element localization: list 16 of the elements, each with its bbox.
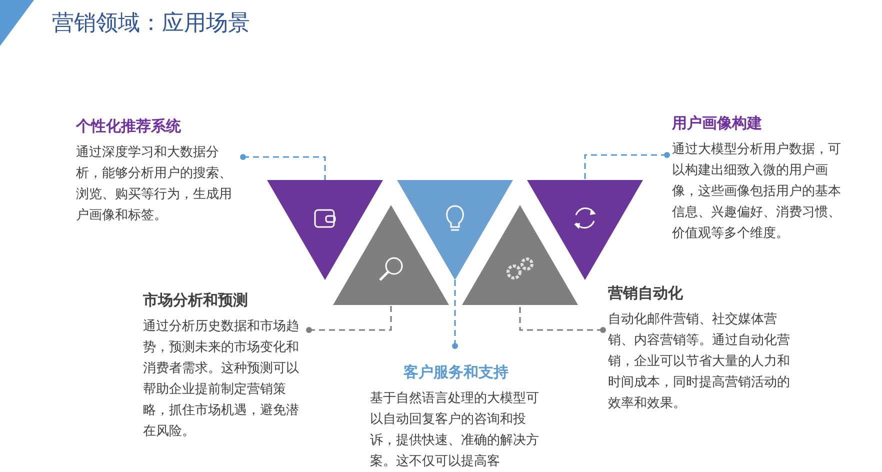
description-text: 自动化邮件营销、社交媒体营销、内容营销等。通过自动化营销，企业可以节省大量的人力和时间成本，同时提高营销活动的效率和效果。 <box>608 311 790 413</box>
leader-line <box>240 154 326 180</box>
section-heading: 市场分析和预测 <box>143 290 249 310</box>
description-text: 基于自然语言处理的大模型可以自动回复客户的咨询和投诉，提供快速、准确的解决方案。这不仅可以提高客 <box>370 390 540 471</box>
leader-line <box>584 152 670 180</box>
section-heading: 营销自动化 <box>608 283 684 303</box>
leader-line <box>452 280 458 349</box>
section-heading: 个性化推荐系统 <box>76 116 182 136</box>
section-heading: 用户画像构建 <box>672 113 763 133</box>
description-text: 通过大模型分析用户数据，可以构建出细致入微的用户画像，这些画像包括用户的基本信息、兴趣偏好、消费习惯、价值观等多个维度。 <box>672 141 842 243</box>
description-text: 通过深度学习和大数据分析，能够分析用户的搜索、浏览、购买等行为，生成用户画像和标签。 <box>76 144 233 225</box>
page-title: 营销领域：应用场景 <box>52 10 250 38</box>
section-heading: 客户服务和支持 <box>402 362 510 382</box>
leader-line <box>519 305 606 333</box>
description-text: 通过分析历史数据和市场趋势，预测未来的市场变化和消费者需求。这种预测可以帮助企业提前制定营销策略，抓住市场机遇，避免潜在风险。 <box>143 318 300 441</box>
leader-line <box>306 305 392 333</box>
